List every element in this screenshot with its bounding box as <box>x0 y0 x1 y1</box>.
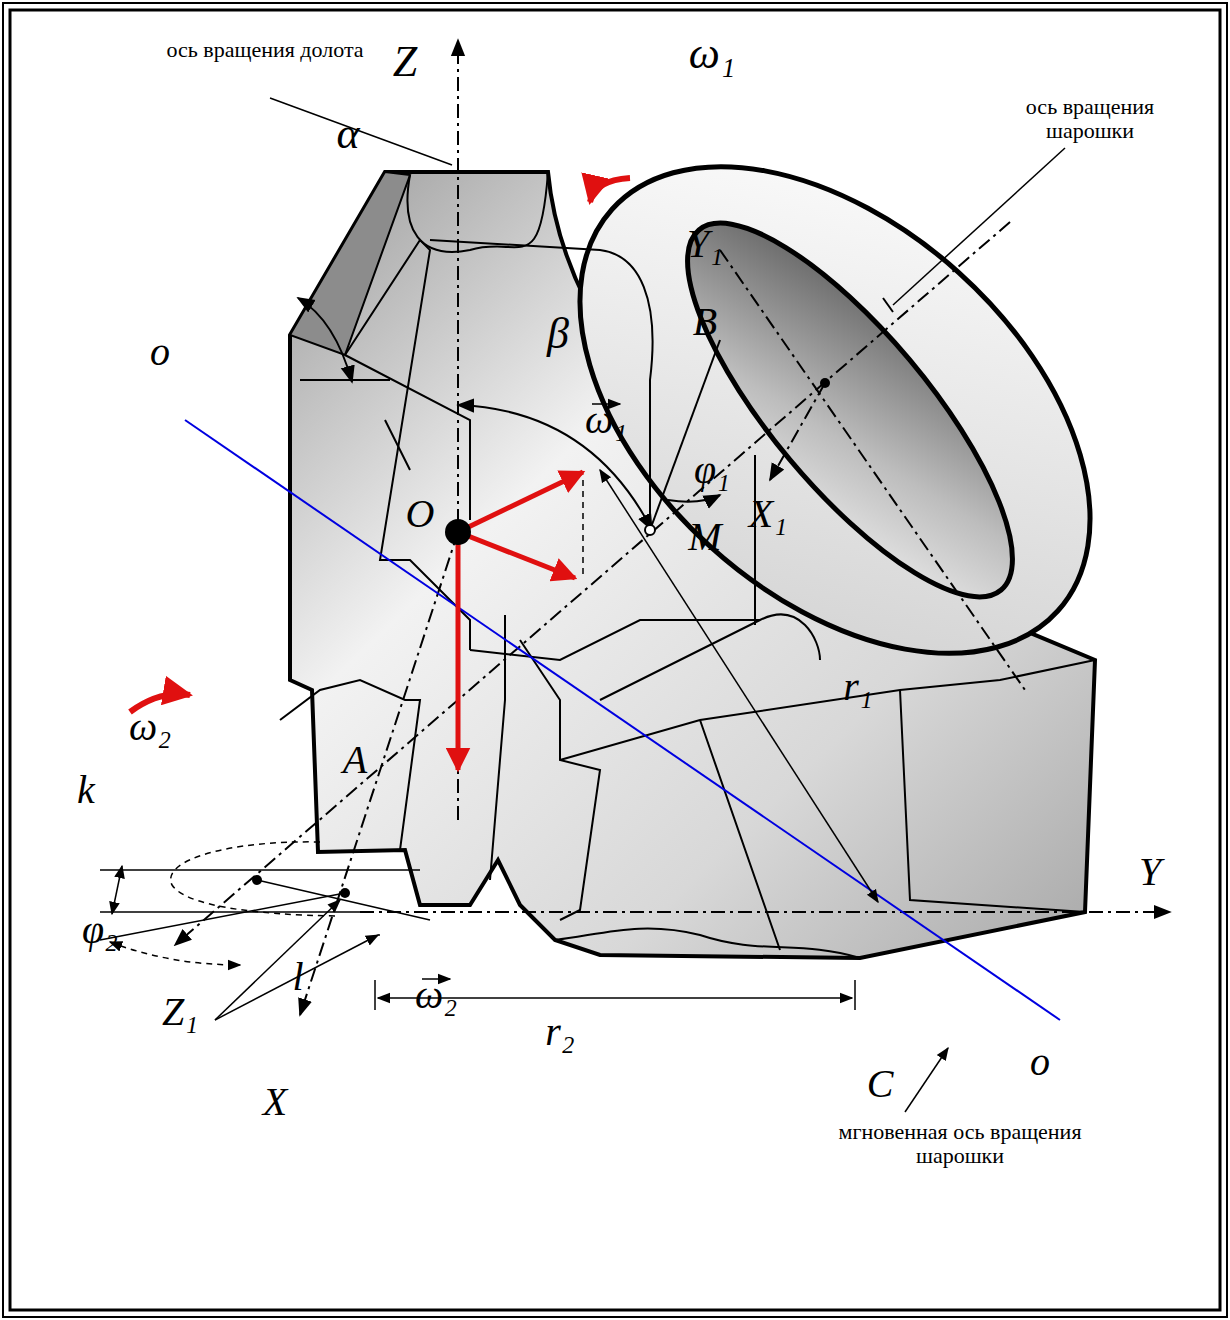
ring <box>488 72 1181 748</box>
symbol-label: l <box>292 955 303 999</box>
symbol-label: Z₁ <box>162 990 198 1034</box>
instant-axis <box>185 420 1060 1020</box>
axis-caption: ось вращения шарошки <box>990 95 1190 143</box>
vector-bars <box>422 404 620 979</box>
symbol-label: ω₁ <box>689 30 735 78</box>
symbol-label: k <box>77 768 95 812</box>
point-a <box>340 888 350 898</box>
symbol-label: r₁ <box>843 665 872 709</box>
point <box>252 875 262 885</box>
symbol-label: X₁ <box>749 492 787 536</box>
symbol-label: M <box>688 515 721 559</box>
axes <box>175 40 1170 1015</box>
symbol-label: r₂ <box>545 1010 574 1054</box>
frame <box>10 10 1220 1310</box>
bevel <box>290 172 410 355</box>
symbol-label: φ₁ <box>694 448 730 492</box>
symbol-label: β <box>547 310 569 358</box>
symbol-label: o <box>1030 1040 1050 1084</box>
symbol-label: o <box>150 330 170 374</box>
dimension-lines <box>100 98 1065 1112</box>
symbol-label: C <box>867 1062 894 1106</box>
vectors <box>130 178 630 770</box>
axis-point <box>820 378 830 388</box>
frame <box>3 3 1227 1317</box>
teeth <box>280 172 1095 958</box>
symbol-label: B <box>693 300 717 344</box>
angle-marks <box>298 298 755 625</box>
symbol-label: ω₁ <box>585 398 627 442</box>
symbol-label: ω₂ <box>129 705 171 749</box>
symbol-label: φ₂ <box>82 908 118 952</box>
symbol-label: α <box>336 110 359 158</box>
bore <box>639 180 1061 640</box>
symbol-label: ω₂ <box>415 973 457 1017</box>
point-m <box>645 525 655 535</box>
symbol-label: Z <box>393 38 417 86</box>
symbol-label: Y <box>1139 850 1161 894</box>
axis-caption: мгновенная ось вращения шарошки <box>830 1120 1090 1168</box>
axis-caption: ось вращения долота <box>165 38 365 62</box>
symbol-label: A <box>343 738 367 782</box>
symbol-label: Y₁ <box>687 222 723 266</box>
symbol-label: O <box>406 492 435 536</box>
origin-point <box>445 519 471 545</box>
symbol-label: X <box>263 1080 287 1124</box>
